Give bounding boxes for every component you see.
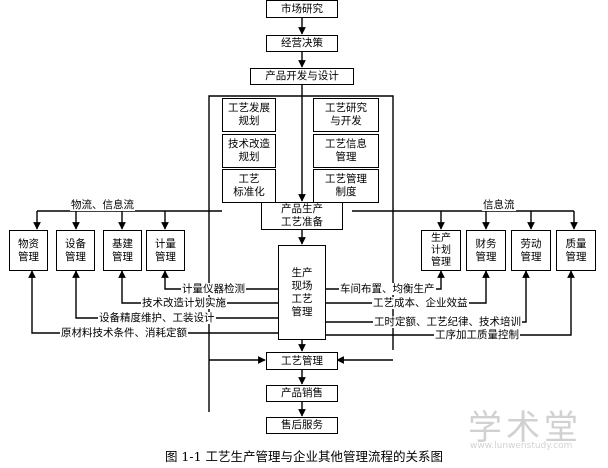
enclosing-frame <box>208 95 394 412</box>
process-dev-plan-box: 工艺发展 规划 <box>222 98 276 132</box>
info-flow-label: 信息流 <box>482 199 516 211</box>
work-quota-label: 工时定额、工艺纪律、技术培训 <box>373 316 522 328</box>
metrology-testing-label: 计量仪器检测 <box>181 283 246 295</box>
raw-material-conditions-label: 原材料技术条件、消耗定额 <box>60 327 188 339</box>
finance-mgmt-box: 财务 管理 <box>466 230 506 271</box>
equipment-mgmt-box: 设备 管理 <box>56 230 95 271</box>
process-mgmt-system-box: 工艺管理 制度 <box>313 169 379 203</box>
material-info-flow-label: 物流、信息流 <box>70 199 135 211</box>
production-plan-mgmt-box: 生产 计划 管理 <box>421 230 461 271</box>
process-research-box: 工艺研究 与开发 <box>313 98 379 132</box>
product-design-box: 产品开发与设计 <box>250 68 354 85</box>
market-research-box: 市场研究 <box>266 0 338 18</box>
product-sales-box: 产品销售 <box>266 385 338 402</box>
after-sales-box: 售后服务 <box>266 417 338 434</box>
materials-mgmt-box: 物资 管理 <box>9 230 48 271</box>
process-standard-box: 工艺 标准化 <box>222 169 276 203</box>
link-materials <box>28 270 278 334</box>
link-equipment <box>72 270 278 319</box>
link-quality <box>326 270 575 336</box>
process-mgmt-box: 工艺管理 <box>266 352 338 370</box>
watermark-url: www.lunwenstudy.com <box>470 441 573 451</box>
process-cost-label: 工艺成本、企业效益 <box>372 297 469 309</box>
process-quality-control-label: 工序加工质量控制 <box>434 329 520 341</box>
business-decision-box: 经营决策 <box>266 35 338 52</box>
watermark-logo: 学术堂 <box>468 408 582 448</box>
infrastructure-mgmt-box: 基建 管理 <box>103 230 142 271</box>
production-prep-box: 产品生产 工艺准备 <box>261 202 343 230</box>
tech-reform-plan-box: 技术改造 规划 <box>222 134 276 168</box>
figure-caption: 图 1-1 工艺生产管理与企业其他管理流程的关系图 <box>164 449 444 464</box>
site-process-mgmt-box: 生产 现场 工艺 管理 <box>278 245 326 340</box>
metrology-mgmt-box: 计量 管理 <box>146 230 185 271</box>
process-info-mgmt-box: 工艺信息 管理 <box>313 134 379 168</box>
workshop-layout-label: 车间布置、均衡生产 <box>339 283 436 295</box>
quality-mgmt-box: 质量 管理 <box>556 230 596 271</box>
tech-reform-impl-label: 技术改造计划实施 <box>141 297 227 309</box>
equipment-maintenance-label: 设备精度维护、工装设计 <box>98 312 216 324</box>
labor-mgmt-box: 劳动 管理 <box>511 230 551 271</box>
